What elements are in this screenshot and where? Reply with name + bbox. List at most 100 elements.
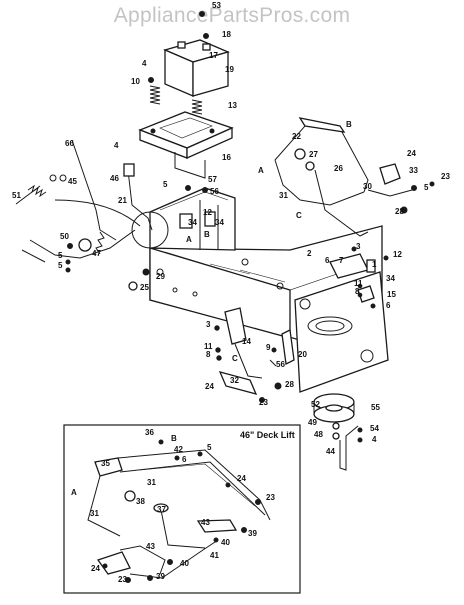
callout-c1: 1 (372, 260, 377, 269)
callout-c26: 26 (334, 164, 343, 173)
callout-c52: 52 (311, 400, 320, 409)
callout-c22: 22 (292, 132, 301, 141)
callout-c6c: 6 (182, 455, 187, 464)
callout-c15: 15 (387, 290, 396, 299)
callout-c8b: 8 (206, 350, 211, 359)
callout-cB3: B (171, 434, 177, 443)
callout-c57: 57 (208, 175, 217, 184)
callout-c55: 55 (371, 403, 380, 412)
callout-c24a: 24 (205, 382, 214, 391)
callout-c23d: 23 (118, 575, 127, 584)
battery-tray (138, 111, 234, 179)
callout-c34c: 34 (386, 274, 395, 283)
callout-c28a: 28 (285, 380, 294, 389)
callout-c24d: 24 (91, 564, 100, 573)
battery-assembly (148, 11, 230, 97)
callout-c38: 38 (136, 497, 145, 506)
battery-spring (149, 85, 203, 115)
callout-c48: 48 (314, 430, 323, 439)
callout-c4a: 4 (142, 59, 147, 68)
callout-c47: 47 (92, 249, 101, 258)
tractor-frame (149, 185, 389, 393)
callout-c12a: 12 (203, 208, 212, 217)
callout-c21: 21 (118, 196, 127, 205)
idler-pulley-assembly (313, 393, 363, 471)
callout-c27: 27 (309, 150, 318, 159)
callout-cA2: A (258, 166, 264, 175)
callout-c40a: 40 (221, 538, 230, 547)
deck-lift-inset: 46" Deck Lift (63, 424, 301, 594)
bolt-icon (199, 11, 205, 17)
callout-c39b: 39 (156, 572, 165, 581)
callout-c33: 33 (409, 166, 418, 175)
callout-c35: 35 (101, 459, 110, 468)
callout-c16: 16 (222, 153, 231, 162)
callout-c43a: 43 (201, 518, 210, 527)
callout-c29: 29 (156, 272, 165, 281)
callout-c53: 53 (212, 1, 221, 10)
callout-c41: 41 (210, 551, 219, 560)
callout-c13: 13 (228, 101, 237, 110)
callout-c6b: 6 (386, 301, 391, 310)
callout-c5d: 5 (424, 183, 429, 192)
callout-c50: 50 (60, 232, 69, 241)
inset-border (63, 424, 301, 594)
callout-cA1: A (186, 235, 192, 244)
callout-c14: 14 (242, 337, 251, 346)
brake-linkage (15, 139, 169, 291)
callout-c9: 9 (266, 343, 271, 352)
callout-c42: 42 (174, 445, 183, 454)
callout-c5c: 5 (58, 261, 63, 270)
callout-c11b: 11 (204, 342, 213, 351)
callout-c31a: 31 (279, 191, 288, 200)
callout-c7: 7 (339, 256, 344, 265)
callout-c46: 46 (110, 174, 119, 183)
callout-c4b: 4 (114, 141, 119, 150)
callout-cC2: C (296, 211, 302, 220)
callout-c51: 51 (12, 191, 21, 200)
callout-c32: 32 (230, 376, 239, 385)
callout-c19: 19 (225, 65, 234, 74)
callout-c3a: 3 (356, 242, 361, 251)
callout-c12b: 12 (393, 250, 402, 259)
callout-c10: 10 (131, 77, 140, 86)
callout-c18: 18 (222, 30, 231, 39)
callout-c56: 56 (210, 187, 219, 196)
callout-c2: 2 (307, 249, 312, 258)
callout-c23b: 23 (441, 172, 450, 181)
callout-cB1: B (204, 230, 210, 239)
callout-c56b: 56 (276, 360, 285, 369)
bracket-1 (329, 246, 389, 309)
callout-c23a: 23 (259, 398, 268, 407)
callout-c39a: 39 (248, 529, 257, 538)
callout-c40b: 40 (180, 559, 189, 568)
callout-c8a: 8 (355, 287, 360, 296)
callout-c43b: 43 (146, 542, 155, 551)
callout-c28b: 28 (395, 207, 404, 216)
callout-c24c: 24 (237, 474, 246, 483)
callout-c11a: 11 (354, 279, 363, 288)
callout-c17: 17 (209, 51, 218, 60)
callout-c4c: 4 (372, 435, 377, 444)
callout-c24b: 24 (407, 149, 416, 158)
callout-c45: 45 (68, 177, 77, 186)
callout-c23c: 23 (266, 493, 275, 502)
callout-c30: 30 (363, 182, 372, 191)
callout-c49: 49 (308, 418, 317, 427)
callout-c34a: 34 (188, 218, 197, 227)
callout-cB2: B (346, 120, 352, 129)
callout-c3b: 3 (206, 320, 211, 329)
callout-c54: 54 (370, 424, 379, 433)
callout-c5a: 5 (163, 180, 168, 189)
callout-c36: 36 (145, 428, 154, 437)
callout-cC1: C (232, 354, 238, 363)
callout-c31c: 31 (90, 509, 99, 518)
callout-c20: 20 (298, 350, 307, 359)
callout-cA3: A (71, 488, 77, 497)
callout-c31b: 31 (147, 478, 156, 487)
callout-c5e: 5 (207, 443, 212, 452)
callout-c6a: 6 (325, 256, 330, 265)
